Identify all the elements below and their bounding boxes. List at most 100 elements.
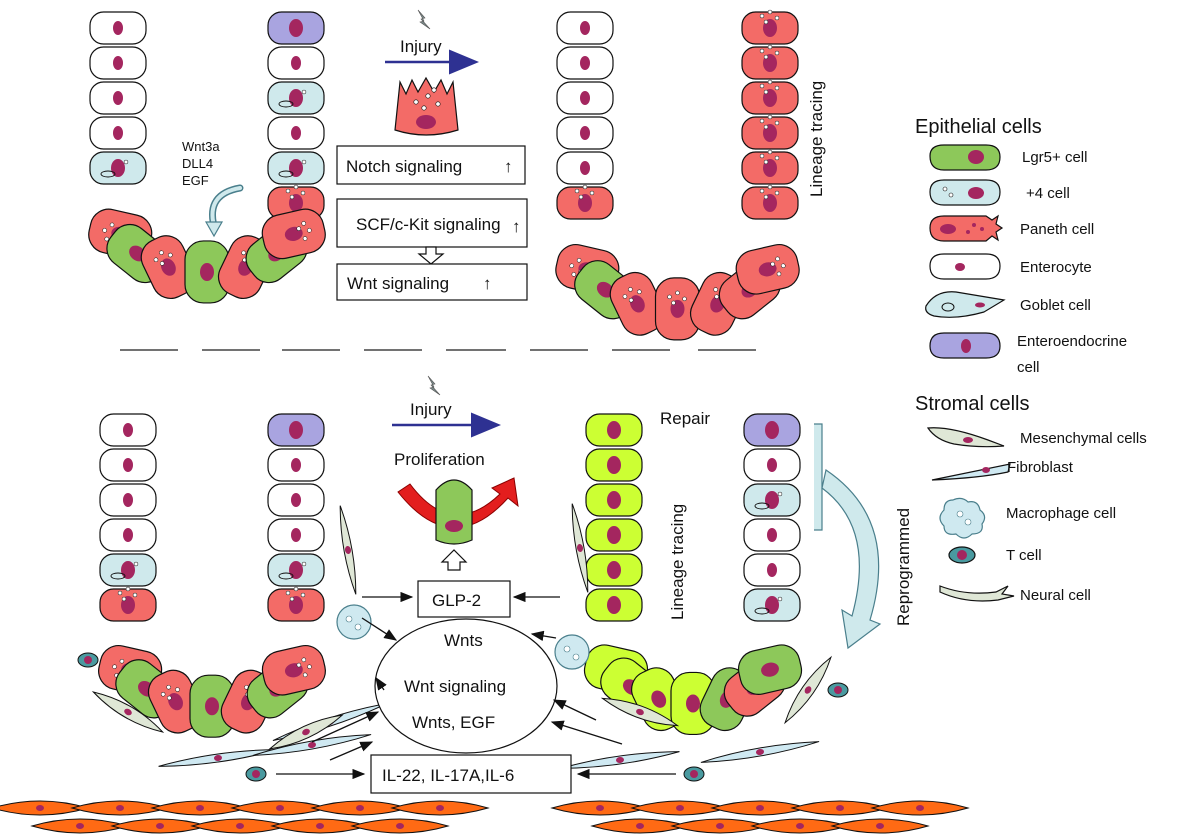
center-wnts-egf-label: Wnts, EGF xyxy=(412,713,495,732)
enterocyte-cell xyxy=(89,46,147,80)
paneth-cell xyxy=(735,244,800,295)
paneth-cell xyxy=(741,44,799,80)
lgr5-cell xyxy=(184,240,230,304)
enterocyte-cell xyxy=(267,46,325,80)
legend-neural-label: Neural cell xyxy=(1020,587,1091,604)
bottom-panel: Injury Proliferation GLP-2 Wnts Wnt sign… xyxy=(276,375,913,794)
paneth-cell xyxy=(140,235,197,299)
neural-cell-icon xyxy=(939,585,1015,602)
enteroendocrine-cell xyxy=(743,413,801,447)
niche-factor-wnt3a: Wnt3a xyxy=(182,139,220,154)
paneth-cell xyxy=(609,271,666,336)
fibroblast-cell xyxy=(560,751,680,769)
mesenchymal-cell xyxy=(268,714,344,750)
legend-macrophage-label: Macrophage cell xyxy=(1006,505,1116,522)
paneth-cell xyxy=(261,644,326,696)
paneth-cell xyxy=(741,9,799,45)
mesenchymal-cell xyxy=(784,655,832,725)
enterocyte-icon xyxy=(929,253,1001,280)
scf-ckit-signaling-box xyxy=(336,198,528,248)
mesenchymal-cell-icon xyxy=(926,427,1005,448)
enterocyte-cell xyxy=(89,116,147,150)
legend-enteroendocrine-label-cont: cell xyxy=(1017,359,1040,376)
plus4-cell xyxy=(99,553,157,587)
mesenchymal-cell xyxy=(600,697,680,727)
paneth-cell xyxy=(654,277,701,341)
enterocyte-cell xyxy=(556,11,614,45)
plus4-cell xyxy=(267,151,325,185)
center-wnt-signaling-label: Wnt signaling xyxy=(404,677,506,696)
proliferation-label: Proliferation xyxy=(394,450,485,469)
neural-cell xyxy=(339,505,357,595)
notch-signaling-label: Notch signaling xyxy=(346,157,462,176)
reprogrammed-label: Reprogrammed xyxy=(894,508,913,626)
bottom-lineage-tracing-label: Lineage tracing xyxy=(668,504,687,620)
paneth-cell xyxy=(99,586,157,622)
hollow-up-arrow xyxy=(440,549,468,571)
enterocyte-cell xyxy=(556,46,614,80)
enterocyte-cell xyxy=(267,116,325,150)
enteroendocrine-cell xyxy=(267,11,325,45)
enterocyte-cell xyxy=(99,413,157,447)
repair-bracket xyxy=(814,423,823,531)
traced-cell xyxy=(585,483,643,517)
paneth-cell xyxy=(556,184,614,220)
proliferating-lgr5-cell xyxy=(435,479,473,545)
scf-ckit-signaling-label: SCF/c-Kit signaling xyxy=(356,215,501,234)
central-paneth-cell xyxy=(394,76,459,136)
goblet-cell-icon xyxy=(925,291,1006,318)
enterocyte-cell xyxy=(89,11,147,45)
fibroblast-icon xyxy=(931,463,1011,481)
enterocyte-cell xyxy=(743,448,801,482)
legend: Epithelial cells Lgr5+ cell +4 cell Pane… xyxy=(915,116,1147,604)
cells-layer xyxy=(0,9,970,834)
goblet-cell xyxy=(743,483,801,517)
cytokines-box xyxy=(370,754,572,794)
cytokines-label: IL-22, IL-17A,IL-6 xyxy=(382,766,514,785)
orange-stromal-cell xyxy=(550,800,650,816)
wnt-signaling-box xyxy=(336,263,528,301)
t-cell xyxy=(683,766,705,782)
legend-enteroendocrine-label: Enteroendocrine xyxy=(1017,333,1127,350)
notch-signaling-box xyxy=(336,145,526,185)
traced-cell xyxy=(585,588,643,622)
t-cell xyxy=(827,682,849,698)
bottom-injury-label: Injury xyxy=(410,400,452,419)
glp2-box xyxy=(417,580,511,618)
hollow-down-arrow xyxy=(417,246,445,265)
center-wnts-label: Wnts xyxy=(444,631,483,650)
top-injury-label: Injury xyxy=(400,37,442,56)
legend-plus4-label: +4 cell xyxy=(1026,185,1070,202)
traced-cell xyxy=(585,553,643,587)
macrophage-cell xyxy=(336,604,372,640)
orange-stromal-cell xyxy=(350,818,450,834)
wnt-up-arrow: ↑ xyxy=(483,274,492,293)
paneth-cell xyxy=(741,114,799,150)
traced-cell xyxy=(585,413,643,447)
paneth-cell xyxy=(741,79,799,115)
traced-cell xyxy=(585,518,643,552)
plus4-cell xyxy=(267,553,325,587)
legend-fibroblast-label: Fibroblast xyxy=(1007,459,1074,476)
enterocyte-cell xyxy=(267,448,325,482)
fibroblast-cell xyxy=(252,734,372,756)
enterocyte-cell xyxy=(99,483,157,517)
legend-goblet-label: Goblet cell xyxy=(1020,297,1091,314)
mesenchymal-cell xyxy=(91,691,165,733)
enteroendocrine-cell-icon xyxy=(929,332,1001,359)
enterocyte-cell xyxy=(99,518,157,552)
legend-paneth-label: Paneth cell xyxy=(1020,221,1094,238)
t-cell xyxy=(77,652,99,668)
t-cell-icon xyxy=(948,546,976,564)
top-lineage-tracing-label: Lineage tracing xyxy=(807,81,826,197)
enterocyte-cell xyxy=(267,518,325,552)
niche-factor-dll4: DLL4 xyxy=(182,156,213,171)
niche-factor-egf: EGF xyxy=(182,173,209,188)
orange-stromal-cell xyxy=(390,800,490,816)
plus4-cell xyxy=(89,151,147,185)
legend-mesenchymal-label: Mesenchymal cells xyxy=(1020,430,1147,447)
lightning-icon xyxy=(417,9,431,30)
paneth-cell xyxy=(261,208,326,260)
lgr5-cell xyxy=(189,674,235,738)
